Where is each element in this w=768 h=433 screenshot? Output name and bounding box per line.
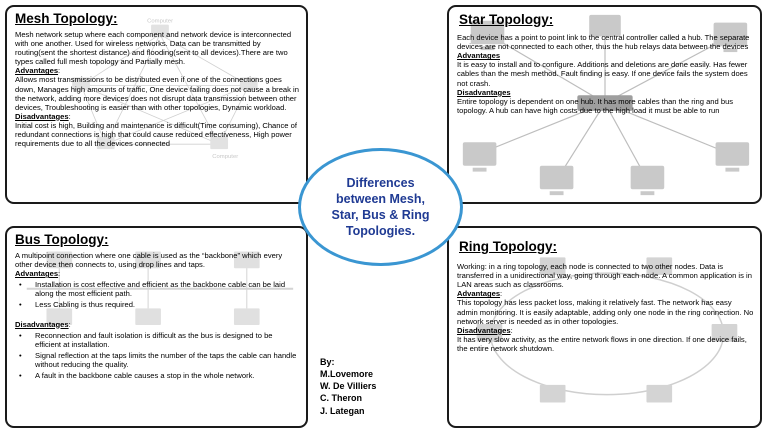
center-title-line: Topologies. (345, 224, 416, 239)
ring-disadvantages-colon: : (510, 325, 513, 335)
star-disadvantages-heading: Disadvantages (457, 87, 511, 97)
mesh-disadvantages-colon: : (68, 111, 71, 121)
ring-network-diagram (476, 257, 738, 403)
star-advantages-text: It is easy to install and to configure. … (457, 60, 748, 88)
authors-block: By: M.Lovemore W. De Villiers C. Theron … (320, 356, 376, 417)
mesh-title: Mesh Topology: (15, 11, 118, 26)
author-name: J. Lategan (320, 405, 365, 416)
mesh-computer-label-bottom: Computer (212, 154, 238, 160)
ring-advantages-heading: Advantages (457, 289, 501, 299)
bus-intro: A multipoint connection where one cable … (15, 250, 283, 269)
author-name: W. De Villiers (320, 381, 377, 392)
star-intro: Each device has a point to point link to… (457, 33, 750, 52)
mesh-advantages-text: Allows most transmissions to be distribu… (15, 75, 299, 112)
mesh-disadvantages-text: Initial cost is high, Building and maint… (15, 120, 297, 149)
ring-disadvantages-text: It has very slow activity, as the entire… (457, 334, 747, 353)
list-item: Less Cabling is thus required. (15, 300, 300, 309)
mesh-advantages-heading: Advantages (15, 66, 59, 76)
list-item: A fault in the backbone cable causes a s… (15, 371, 300, 380)
center-title-ellipse: Differences between Mesh, Star, Bus & Ri… (298, 148, 463, 266)
mesh-intro: Mesh network setup where each component … (15, 29, 292, 67)
star-network-diagram (462, 14, 750, 196)
ring-advantages-text: This topology has less packet loss, maki… (457, 298, 754, 326)
star-topology-panel: Star Topology: Each device has a point t… (447, 5, 762, 204)
bus-advantages-list: Installation is cost effective and effic… (15, 280, 300, 309)
center-title-line: Differences (346, 175, 415, 190)
bus-topology-panel: Bus Topology: A multipoint connection wh… (5, 226, 308, 428)
bus-advantages-heading: Advantages (15, 269, 59, 279)
mesh-topology-panel: Computer Computer Mesh Topology: Mesh ne… (5, 5, 308, 204)
star-advantages-heading: Advantages (457, 51, 501, 61)
mesh-advantages-colon: : (58, 66, 61, 76)
center-title: Differences between Mesh, Star, Bus & Ri… (321, 175, 441, 240)
list-item: Installation is cost effective and effic… (15, 280, 300, 298)
bus-disadvantages-list: Reconnection and fault isolation is diff… (15, 331, 300, 381)
authors-heading: By: (320, 357, 335, 367)
ring-advantages-colon: : (500, 289, 503, 299)
star-disadvantages-text: Entire topology is dependent on one hub.… (457, 96, 734, 115)
author-name: C. Theron (320, 393, 362, 404)
mesh-disadvantages-heading: Disadvantages (15, 111, 69, 121)
ring-intro: Working: in a ring topology, each node i… (457, 262, 752, 290)
list-item: Reconnection and fault isolation is diff… (15, 331, 300, 349)
ring-disadvantages-heading: Disadvantages (457, 325, 511, 335)
center-title-line: Star, Bus & Ring (331, 208, 430, 222)
ring-topology-panel: Ring Topology: Working: in a ring topolo… (447, 226, 762, 428)
mesh-network-diagram: Computer Computer (72, 19, 258, 160)
mesh-computer-label-top: Computer (147, 19, 173, 25)
author-name: M.Lovemore (320, 369, 374, 380)
ring-title: Ring Topology: (459, 239, 557, 254)
center-title-line: between Mesh, (336, 191, 425, 206)
bus-disadvantages-heading: Disadvantages (15, 319, 69, 329)
bus-disadvantages-colon: : (68, 319, 71, 329)
bus-advantages-colon: : (58, 269, 61, 279)
bus-title: Bus Topology: (15, 232, 109, 247)
star-title: Star Topology: (459, 12, 554, 27)
list-item: Signal reflection at the taps limits the… (15, 351, 300, 369)
